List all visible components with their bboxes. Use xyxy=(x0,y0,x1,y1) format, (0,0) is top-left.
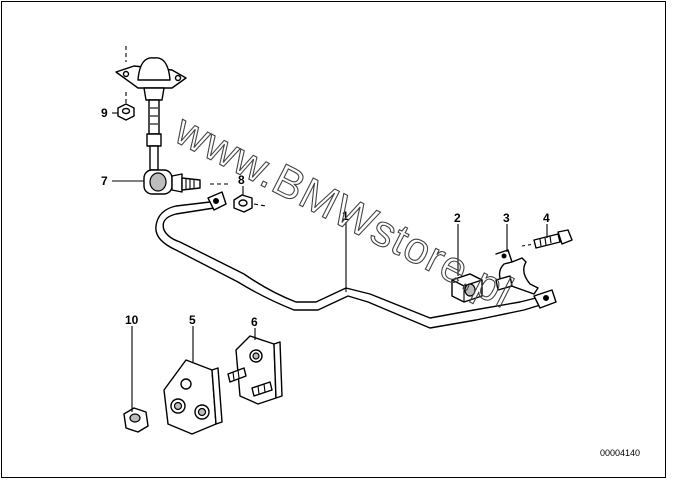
part-3-clamp[interactable] xyxy=(495,249,539,295)
callout-6: 6 xyxy=(251,315,258,329)
part-2-rubber-mount[interactable] xyxy=(451,273,483,303)
reference-number: 00004140 xyxy=(600,448,640,458)
callout-3: 3 xyxy=(503,211,510,225)
callout-1: 1 xyxy=(342,209,349,223)
ball-joint-mount[interactable] xyxy=(115,46,187,104)
callout-8: 8 xyxy=(238,173,245,187)
watermark-text: www.BMWstore.pl xyxy=(167,105,522,318)
callout-10: 10 xyxy=(125,313,139,327)
leader-lines xyxy=(112,112,548,412)
callout-7: 7 xyxy=(101,174,108,188)
part-9-nut[interactable] xyxy=(117,103,135,121)
part-10-nut[interactable] xyxy=(123,407,149,433)
part-7-stabilizer-link[interactable] xyxy=(143,99,230,195)
callout-2: 2 xyxy=(454,211,461,225)
part-4-bolt[interactable] xyxy=(521,229,573,249)
part-1-stabilizer-bar[interactable] xyxy=(155,191,557,329)
callout-9: 9 xyxy=(101,106,108,120)
callout-5: 5 xyxy=(189,313,196,327)
part-6-mounting-plate[interactable] xyxy=(227,335,283,405)
part-8-nut[interactable] xyxy=(233,194,267,213)
callout-4: 4 xyxy=(543,211,550,225)
part-5-mounting-plate[interactable] xyxy=(163,359,223,435)
